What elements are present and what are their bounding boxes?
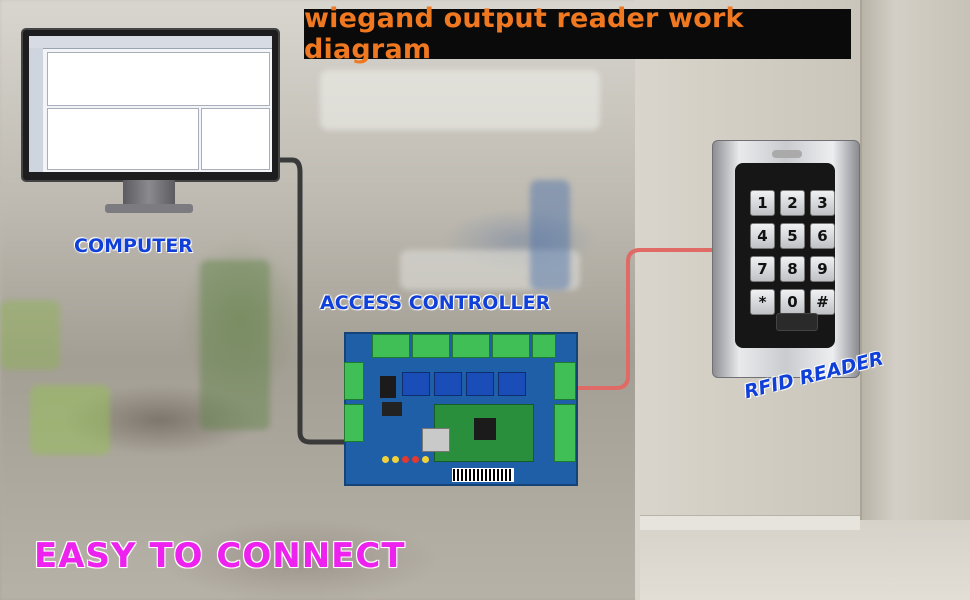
bg-ceiling-lights [320, 70, 600, 130]
status-leds [382, 456, 429, 463]
baseboard [640, 515, 860, 530]
diagram-title: wiegand output reader work diagram [304, 3, 744, 65]
terminal-block [372, 334, 410, 358]
monitor-screen [29, 36, 272, 172]
screen-pane-top [47, 52, 270, 106]
monitor-stand-neck [123, 180, 175, 206]
keypad-key: 3 [810, 190, 835, 216]
barcode-sticker [452, 468, 514, 482]
network-cable [276, 157, 430, 445]
keypad-key: 9 [810, 256, 835, 282]
reader-indicator [772, 150, 802, 158]
keypad-key: * [750, 289, 775, 315]
label-access-controller: ACCESS CONTROLLER [320, 292, 551, 314]
bg-plant [200, 260, 270, 430]
label-computer: COMPUTER [74, 235, 193, 257]
terminal-block [452, 334, 490, 358]
led-icon [422, 456, 429, 463]
screen-toolbar [29, 36, 272, 49]
bg-person [530, 180, 570, 290]
keypad-key: 5 [780, 223, 805, 249]
monitor-icon [21, 28, 280, 182]
diagram-title-box: wiegand output reader work diagram [304, 3, 851, 65]
monitor-stand-base [105, 204, 193, 213]
keypad-key: 6 [810, 223, 835, 249]
bg-desk [400, 250, 580, 290]
ethernet-port [422, 428, 450, 452]
terminal-block [554, 362, 576, 400]
keypad-key: 0 [780, 289, 805, 315]
terminal-block [554, 404, 576, 462]
relay [434, 372, 462, 396]
led-icon [412, 456, 419, 463]
keypad-key: 4 [750, 223, 775, 249]
wiegand-cable [574, 248, 714, 390]
keypad-key: # [810, 289, 835, 315]
terminal-block [344, 404, 364, 442]
floor [640, 520, 970, 600]
keypad-key: 2 [780, 190, 805, 216]
screen-sidebar [29, 48, 43, 172]
bg-cube-green-2 [0, 300, 60, 370]
led-icon [392, 456, 399, 463]
power-chip [380, 376, 396, 398]
led-icon [402, 456, 409, 463]
wall-panel [860, 0, 970, 600]
relay [402, 372, 430, 396]
keypad-key: 8 [780, 256, 805, 282]
keypad-key: 7 [750, 256, 775, 282]
terminal-block [412, 334, 450, 358]
tagline-easy-to-connect: EASY TO CONNECT [34, 536, 406, 576]
bg-cube-green [30, 385, 110, 455]
led-icon [382, 456, 389, 463]
card-sensor-area [776, 313, 818, 331]
terminal-block [344, 362, 364, 400]
screen-pane-right [201, 108, 270, 170]
keypad-key: 1 [750, 190, 775, 216]
power-chip [382, 402, 402, 416]
screen-pane-left [47, 108, 199, 170]
relay [466, 372, 494, 396]
mcu-chip [474, 418, 496, 440]
terminal-block [492, 334, 530, 358]
relay [498, 372, 526, 396]
terminal-block [532, 334, 556, 358]
